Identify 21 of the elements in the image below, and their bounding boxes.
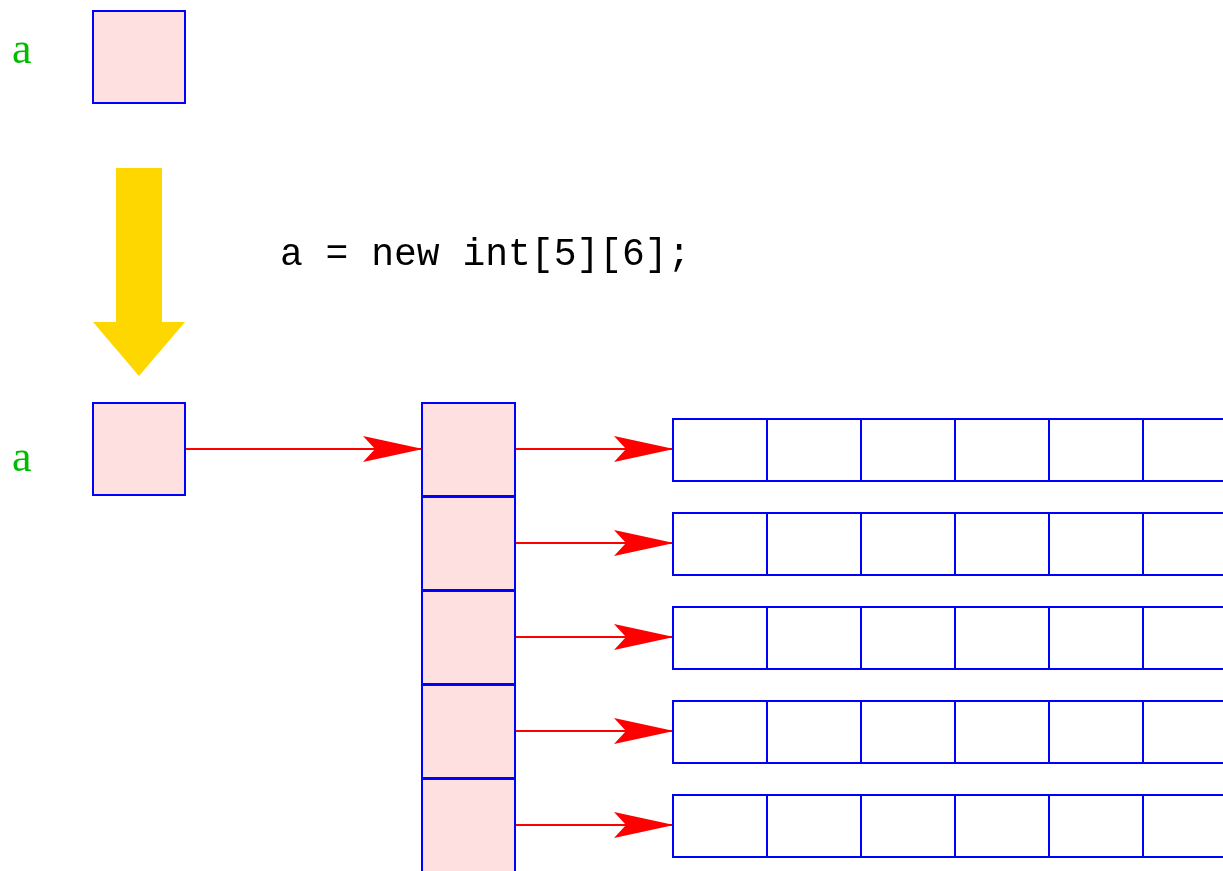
variable-name: a (12, 435, 32, 479)
memory-cell (92, 10, 186, 104)
memory-cell (421, 684, 516, 779)
pointer-arrow (515, 530, 674, 556)
memory-cell (421, 590, 516, 685)
memory-cell (421, 496, 516, 591)
memory-cell (92, 402, 186, 496)
pointer-arrow (185, 436, 423, 462)
pointer-arrow (515, 624, 674, 650)
memory-cell (421, 778, 516, 871)
pointer-arrow (515, 812, 674, 838)
array-row (672, 794, 1223, 858)
variable-name: a (12, 27, 32, 71)
memory-cell (421, 402, 516, 497)
pointer-arrow (515, 718, 674, 744)
array-row (672, 418, 1223, 482)
array-row (672, 606, 1223, 670)
block-arrow (93, 168, 185, 376)
pointer-arrow (515, 436, 674, 462)
array-row (672, 512, 1223, 576)
array-row (672, 700, 1223, 764)
